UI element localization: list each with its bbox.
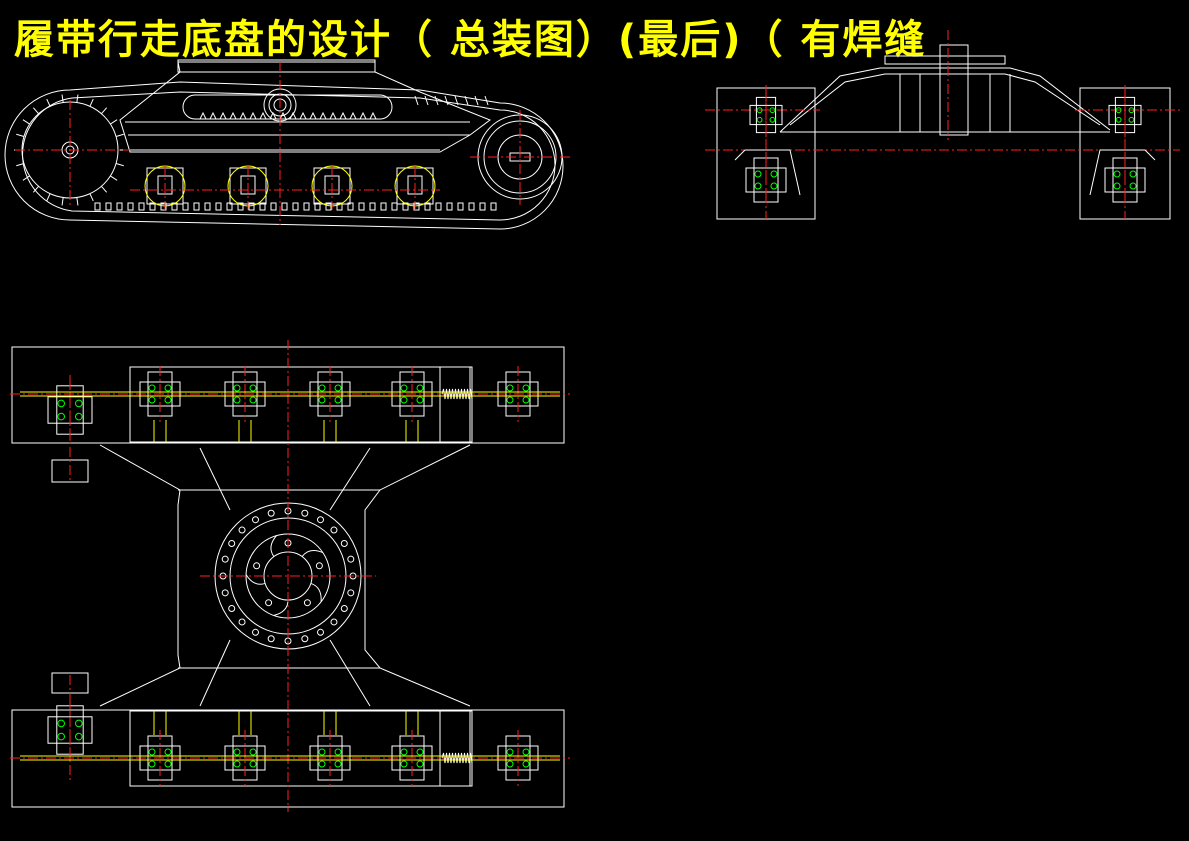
- center-x-frame: [99, 444, 471, 707]
- track-belt-outer: [4, 81, 564, 230]
- side-view: [4, 59, 570, 230]
- carrier-roller-track: [182, 94, 393, 120]
- front-view: [705, 30, 1180, 220]
- plan-view: [10, 340, 570, 812]
- road-wheels: [144, 165, 436, 210]
- frame-top-plate: [177, 59, 376, 73]
- frame-body: [119, 61, 492, 153]
- track-teeth-bottom: [94, 202, 497, 211]
- track-teeth-top: [414, 95, 489, 106]
- bridge-frame: [779, 67, 1111, 133]
- drawing-title: 履带行走底盘的设计（ 总装图）(最后)（ 有焊缝: [14, 17, 927, 63]
- track-belt-inner: [22, 91, 556, 221]
- carrier-teeth: [199, 111, 377, 120]
